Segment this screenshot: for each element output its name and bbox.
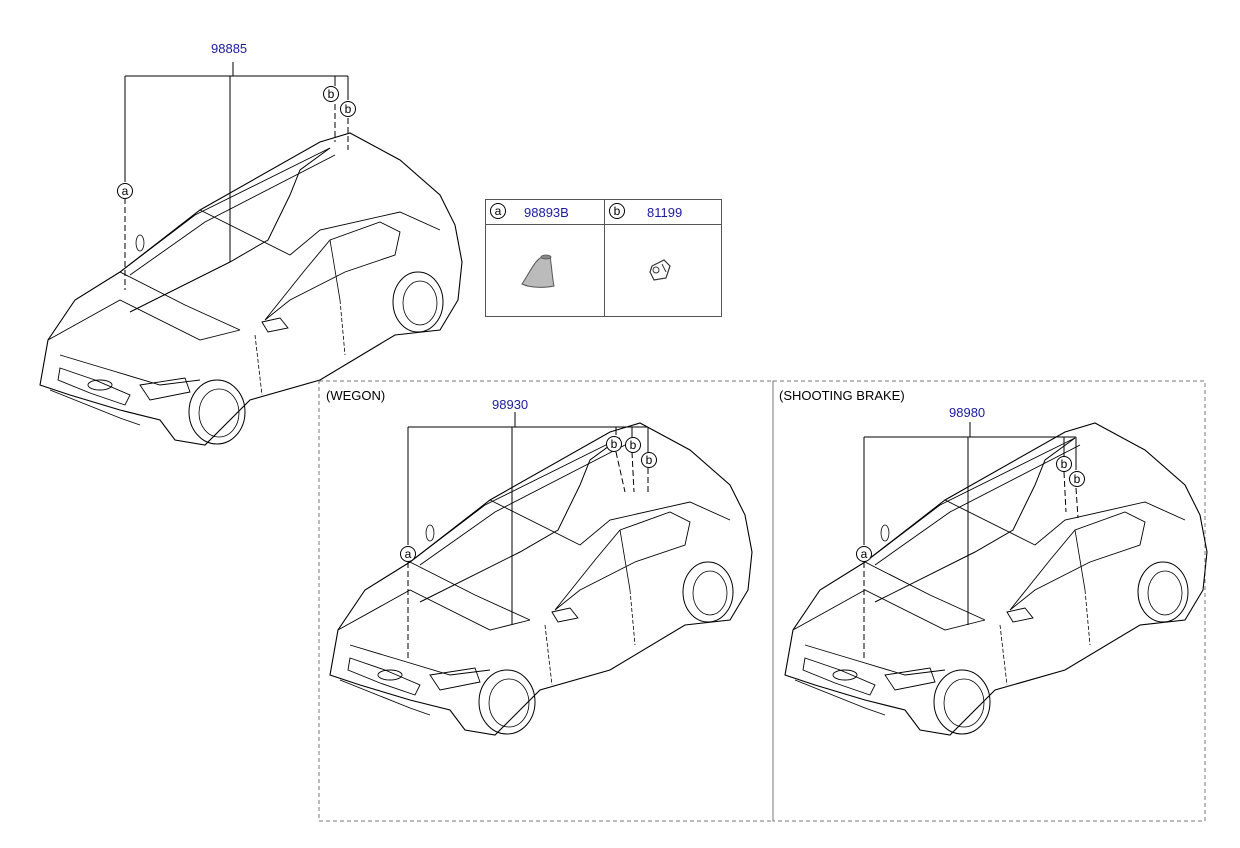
main-car-drawing (39, 132, 463, 446)
callout-a[interactable]: a (117, 183, 133, 199)
callout-b[interactable]: b (641, 452, 657, 468)
legend-header-row (486, 200, 721, 225)
callout-b[interactable]: b (340, 101, 356, 117)
legend-part-number-a[interactable]: 98893B (524, 205, 569, 220)
legend-callout-b: b (609, 203, 625, 219)
legend-part-number-b[interactable]: 81199 (647, 205, 683, 220)
callout-a[interactable]: a (400, 546, 416, 562)
main-part-number[interactable]: 98885 (211, 41, 248, 56)
grommet-part-icon (521, 254, 555, 288)
callout-b[interactable]: b (606, 436, 622, 452)
wagon-car-drawing (329, 422, 753, 736)
shooting-brake-part-number[interactable]: 98980 (949, 405, 986, 420)
wagon-leader-lines (407, 412, 649, 660)
callout-b[interactable]: b (625, 437, 641, 453)
clip-part-icon (649, 259, 671, 281)
callout-b[interactable]: b (323, 86, 339, 102)
legend-divider (604, 200, 605, 316)
shooting-brake-car-drawing (784, 422, 1208, 736)
callout-b[interactable]: b (1069, 471, 1085, 487)
shooting-brake-variant-label: (SHOOTING BRAKE) (779, 388, 905, 403)
legend-callout-a: a (490, 203, 506, 219)
shooting-brake-leader-lines (863, 422, 1079, 660)
parts-legend-table: a 98893B b 81199 (485, 199, 722, 317)
wagon-part-number[interactable]: 98930 (492, 397, 529, 412)
wagon-variant-label: (WEGON) (326, 388, 386, 403)
shooting-brake-frame (772, 380, 1206, 822)
main-leader-lines (124, 62, 349, 290)
wagon-frame (318, 380, 774, 822)
callout-a[interactable]: a (856, 546, 872, 562)
callout-b[interactable]: b (1056, 456, 1072, 472)
